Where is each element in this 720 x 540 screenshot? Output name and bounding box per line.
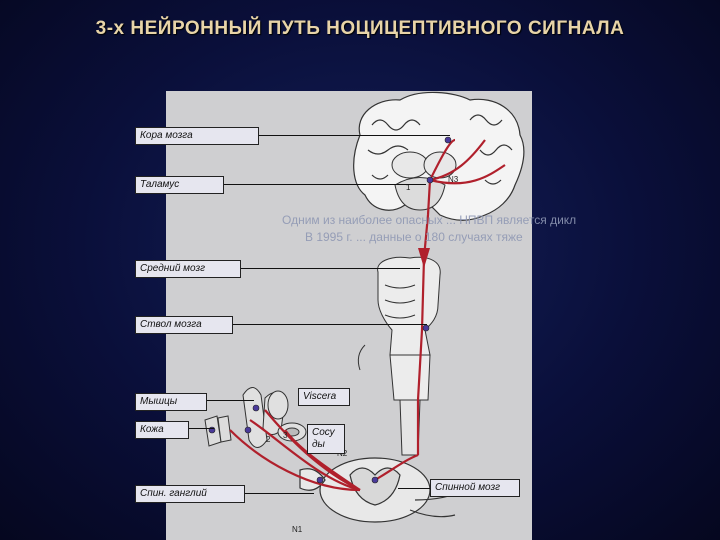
leader-line-cortex <box>258 135 450 136</box>
vessel-drawing <box>277 422 307 442</box>
nociceptive-pathway <box>229 138 506 492</box>
neuron-label-n3: N3 <box>448 175 459 184</box>
leader-line-skin <box>188 428 214 429</box>
label-thalamus: Таламус <box>135 176 224 194</box>
label-midbrain: Средний мозг <box>135 260 241 278</box>
figure-number-2: 2 <box>266 435 271 444</box>
label-spinal-ganglion: Спин. ганглий <box>135 485 245 503</box>
label-cortex: Кора мозга <box>135 127 259 145</box>
spinal-cord-section-drawing <box>299 457 466 523</box>
overlay-text-line-1: Одним из наиболее опасных ... НПВП являе… <box>282 213 577 227</box>
leader-line-spinal-cord <box>398 488 430 489</box>
figure-number-3: 3 <box>283 431 288 440</box>
neuron-bodies <box>208 136 452 484</box>
leader-line-brainstem <box>232 324 427 325</box>
page-title: 3-х НЕЙРОННЫЙ ПУТЬ НОЦИЦЕПТИВНОГО СИГНАЛ… <box>95 18 625 39</box>
neuron-label-n1: N1 <box>292 525 303 534</box>
label-vessels: Сосу ды <box>307 424 345 454</box>
leader-line-ganglion <box>244 493 314 494</box>
label-muscles: Мышцы <box>135 393 207 411</box>
ascending-arrow <box>418 248 430 268</box>
leader-line-thalamus <box>223 184 426 185</box>
leader-line-muscles <box>206 400 254 401</box>
leader-line-midbrain <box>240 268 420 269</box>
figure-number-1: 1 <box>406 183 411 192</box>
label-viscera: Viscera <box>298 388 350 406</box>
overlay-text-line-2: В 1995 г. ... данные о 180 случаях тяже <box>305 230 523 244</box>
label-spinal-cord: Спинной мозг <box>430 479 520 497</box>
thalamus-drawing <box>391 151 457 211</box>
label-brainstem: Ствол мозга <box>135 316 233 334</box>
label-skin: Кожа <box>135 421 189 439</box>
